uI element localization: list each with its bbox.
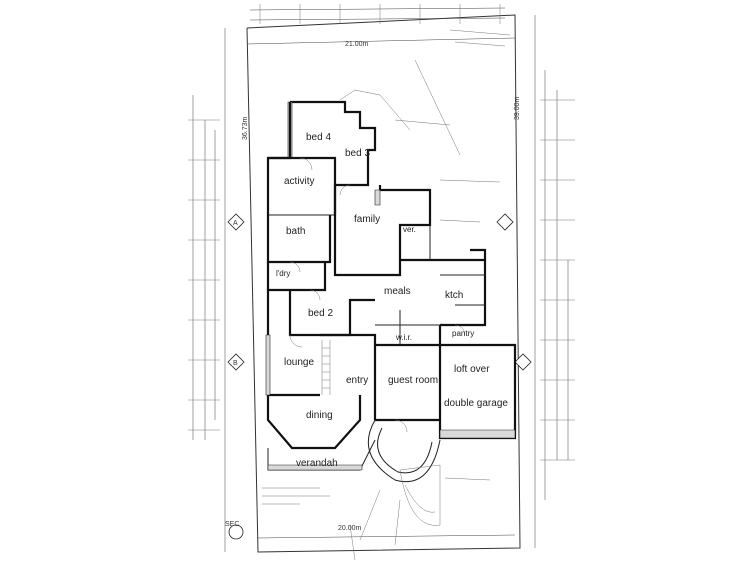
- dimension-left-depth: 36.73m: [242, 116, 249, 140]
- top-dimension-ticks: [249, 4, 506, 24]
- room-label-guest-room: guest room: [388, 375, 438, 386]
- room-label-wir: w.i.r.: [395, 333, 412, 342]
- room-label-activity: activity: [284, 176, 315, 187]
- section-markers: A B SEC: [225, 213, 532, 540]
- dimension-bottom-width: 20.00m: [338, 525, 362, 532]
- site-notes: [262, 29, 511, 561]
- room-label-ver: ver.: [403, 225, 416, 234]
- section-a-left: A: [233, 220, 238, 227]
- room-label-double-garage: double garage: [444, 398, 508, 409]
- room-label-bed2: bed 2: [308, 308, 333, 319]
- building-walls: [265, 100, 517, 471]
- room-label-ktch: ktch: [445, 290, 463, 301]
- room-label-bed4: bed 4: [306, 132, 331, 143]
- section-b-left: B: [233, 360, 238, 367]
- room-label-lounge: lounge: [284, 357, 314, 368]
- room-label-family: family: [354, 214, 380, 225]
- room-label-bath: bath: [286, 226, 305, 237]
- site-boundary: [224, 14, 536, 553]
- dimension-labels: 21.00m 20.00m 36.73m 39.00m: [242, 41, 521, 532]
- room-label-verandah: verandah: [296, 458, 338, 469]
- room-label-ldry: l'dry: [276, 269, 290, 278]
- dimension-right-depth: 39.00m: [514, 96, 521, 120]
- stairs: [321, 340, 331, 395]
- room-labels: bed 4 bed 3 activity family ver. bath l'…: [276, 132, 508, 469]
- room-label-dining: dining: [306, 410, 333, 421]
- dimension-top-width: 21.00m: [345, 41, 369, 48]
- room-label-bed3: bed 3: [345, 148, 370, 159]
- door-swings: [289, 157, 466, 433]
- room-label-pantry: pantry: [452, 329, 474, 338]
- room-label-entry: entry: [346, 375, 368, 386]
- sec-tag: SEC: [225, 521, 239, 528]
- room-label-loft-over: loft over: [454, 364, 490, 375]
- right-dimension-chains: [540, 70, 575, 500]
- room-label-meals: meals: [384, 286, 411, 297]
- left-dimension-chains: [188, 95, 220, 440]
- entry-porch-curve: [359, 419, 441, 546]
